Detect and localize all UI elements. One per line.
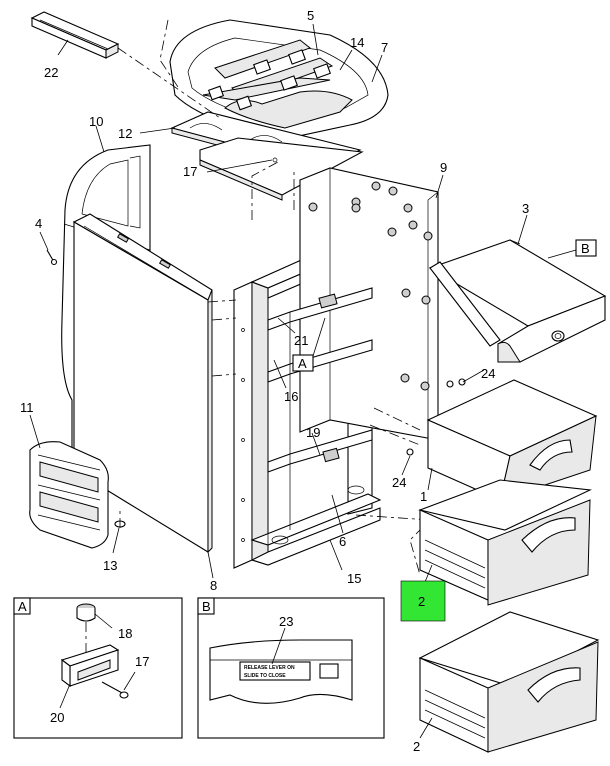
detail-A-label: A (18, 599, 27, 614)
callout-23: 23 (279, 614, 293, 629)
placard-line-2: SLIDE TO CLOSE (244, 673, 286, 679)
part-2-drawer-middle (418, 479, 592, 606)
highlight-box (400, 580, 446, 622)
callout-12: 12 (118, 126, 132, 141)
callout-3: 3 (522, 201, 529, 216)
callout-7: 7 (381, 40, 388, 55)
callout-18: 18 (118, 626, 132, 641)
callout-24-upper: 24 (481, 366, 495, 381)
detail-B (197, 597, 385, 739)
back-wall-screws (308, 181, 433, 391)
part-22-bar (30, 11, 120, 59)
callout-16: 16 (284, 389, 298, 404)
part-24-upper (446, 378, 466, 388)
detail-B-label: B (202, 599, 211, 614)
part-11-handle-cover (29, 441, 109, 549)
part-24-lower (406, 448, 414, 456)
detail-A (13, 597, 183, 739)
callout-14: 14 (350, 35, 364, 50)
callout-17-detail: 17 (135, 654, 149, 669)
view-ref-B: B (581, 241, 590, 256)
callout-4: 4 (35, 216, 42, 231)
callout-24-lower: 24 (392, 475, 406, 490)
callout-21: 21 (294, 333, 308, 348)
callout-15: 15 (347, 571, 361, 586)
placard-line-1: RELEASE LEVER ON (244, 665, 295, 671)
ref-flag-B (575, 239, 597, 257)
callout-13: 13 (103, 558, 117, 573)
callout-9: 9 (440, 160, 447, 175)
part-1-drawer (426, 379, 598, 501)
callout-labels: 22 5 14 7 12 10 17 9 3 4 21 16 24 11 19 … (20, 8, 529, 754)
part-4-screw (46, 249, 58, 266)
callout-19: 19 (306, 425, 320, 440)
part-17-top-panel (199, 137, 364, 201)
main-cabinet-frame (233, 167, 439, 569)
callout-6: 6 (339, 534, 346, 549)
part-8-door (72, 213, 213, 554)
callout-22: 22 (44, 65, 58, 80)
callout-20: 20 (50, 710, 64, 725)
callout-17-top: 17 (183, 164, 197, 179)
ref-flag-A (292, 354, 314, 372)
part-7-top-tray (169, 19, 389, 141)
callout-10: 10 (89, 114, 103, 129)
part-2-drawer-lower (418, 611, 600, 753)
part-3-tray (428, 239, 607, 363)
callout-2-highlighted: 2 (418, 594, 425, 609)
callout-2-lower: 2 (413, 739, 420, 754)
callout-5: 5 (307, 8, 314, 23)
callout-11: 11 (20, 400, 34, 415)
callout-8: 8 (210, 578, 217, 593)
view-ref-A: A (298, 356, 307, 371)
callout-1: 1 (420, 489, 427, 504)
